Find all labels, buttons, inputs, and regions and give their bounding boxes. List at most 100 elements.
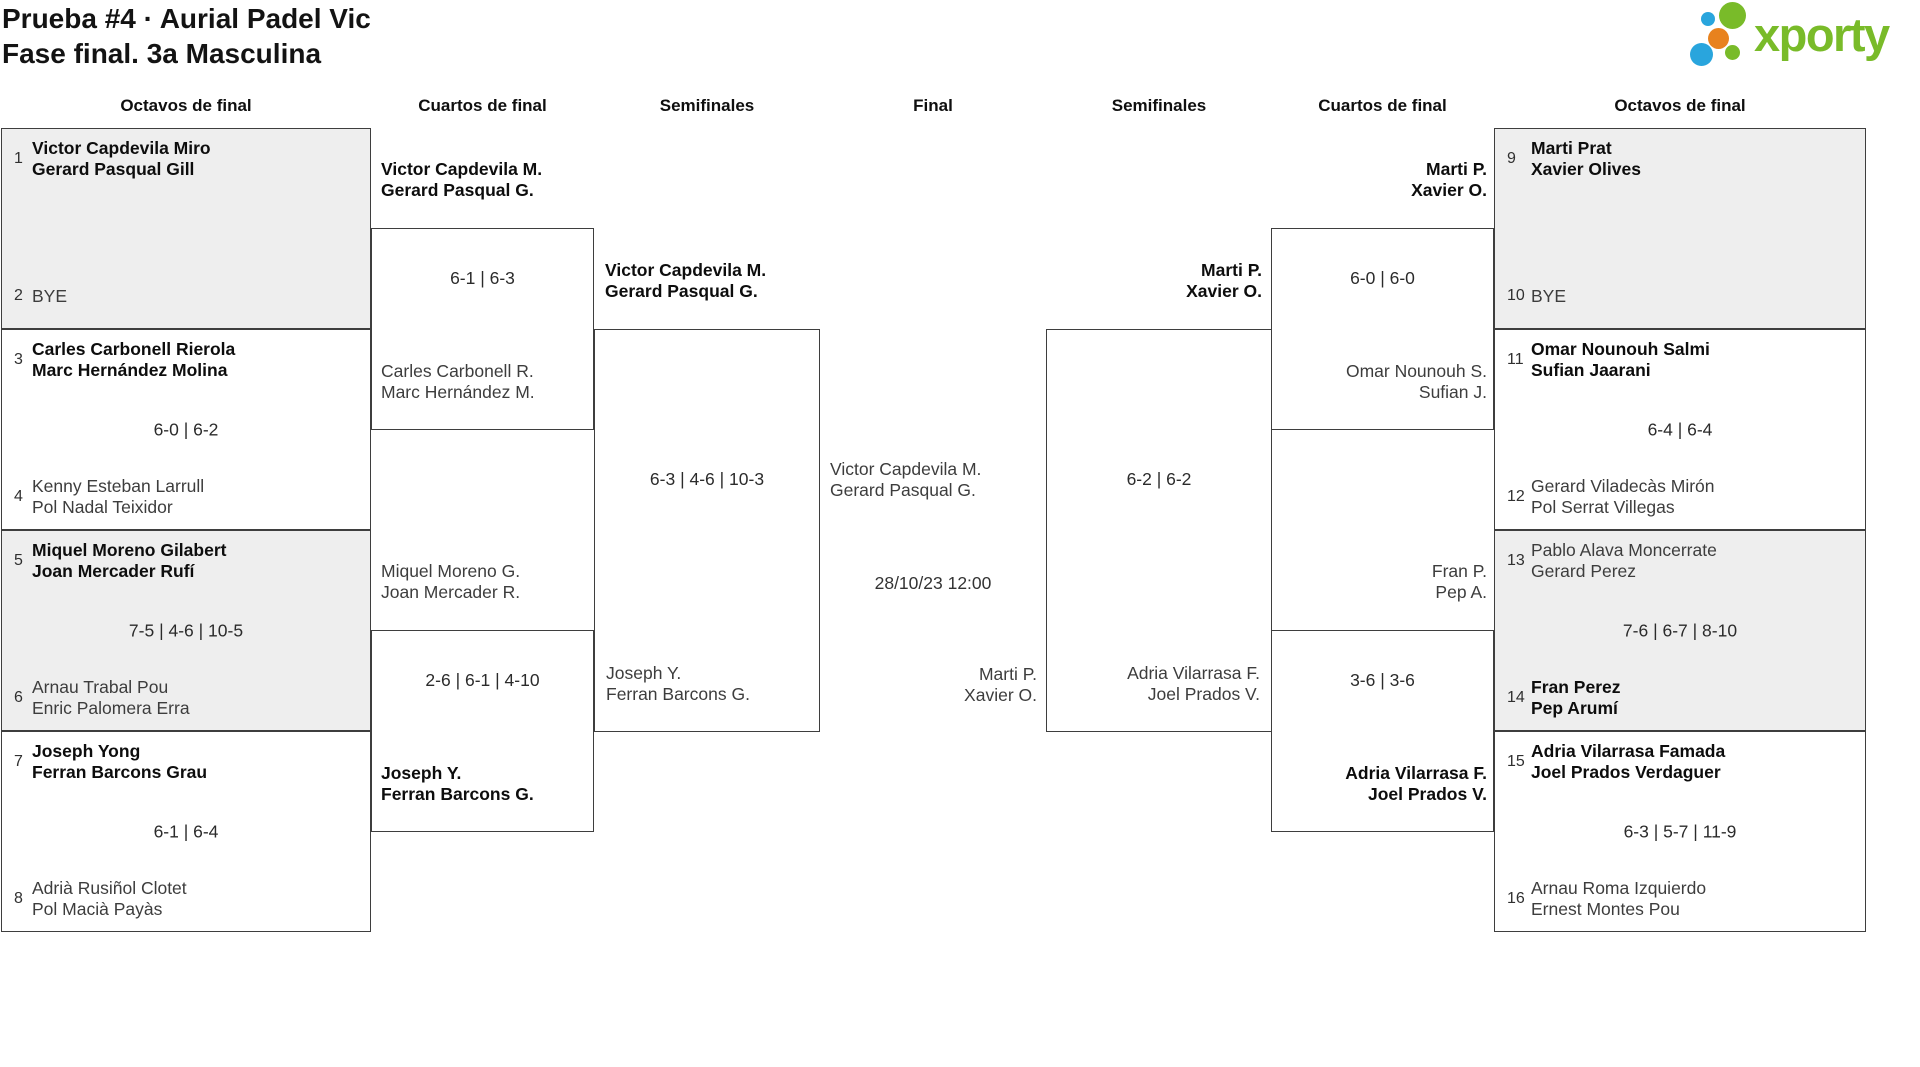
player-name: Marti P. [978,664,1037,684]
team-names: Carles Carbonell Rierola Marc Hernández … [32,339,364,381]
match-box-octavos-7: 13 Pablo Alava Moncerrate Gerard Perez 7… [1494,530,1866,731]
player-name: Gerard Pasqual G. [830,480,976,500]
player-name: Omar Nounouh S. [1345,361,1487,381]
player-name: Gerard Pasqual G. [605,281,758,301]
player-name: Pol Macià Payàs [32,899,163,919]
connector-box-cuartos-left-2 [371,630,594,832]
player-name: Pablo Alava Moncerrate [1531,540,1717,560]
round-header-semifinals-right: Semifinales [1111,96,1207,115]
advancing-team-label: Victor Capdevila M. Gerard Pasqual G. [605,260,766,302]
player-name: Marc Hernández M. [381,382,535,402]
player-name: Gerard Pasqual G. [381,180,534,200]
finalist-team-label: Victor Capdevila M. Gerard Pasqual G. [830,459,981,501]
player-name: Xavier Olives [1531,159,1641,179]
team-names: Omar Nounouh Salmi Sufian Jaarani [1531,339,1859,381]
player-name: Ferran Barcons G. [381,784,534,804]
player-name: Fran Perez [1531,677,1621,697]
player-name: Ferran Barcons G. [606,684,750,704]
tournament-name: Prueba #4 · Aurial Padel Vic [2,3,371,34]
player-name: Adria Vilarrasa F. [1345,763,1487,783]
player-name: Gerard Viladecàs Mirón [1531,476,1715,496]
match-score: 6-3 | 5-7 | 11-9 [1623,821,1737,841]
match-score: 6-1 | 6-3 [450,268,515,288]
player-name: Pep Arumí [1531,698,1618,718]
player-name: Xavier O. [1186,281,1262,301]
seed-number: 9 [1507,150,1516,167]
player-name: Pol Serrat Villegas [1531,497,1675,517]
round-header-cuartos-left: Cuartos de final [418,96,547,115]
logo-dot-blue-large [1690,43,1713,66]
bye-label: BYE [32,285,68,306]
player-name: Carles Carbonell Rierola [32,339,236,359]
seed-number: 8 [14,890,23,907]
advancing-team-label: Marti P. Xavier O. [1186,260,1262,302]
team-names: BYE [32,275,364,317]
seed-number: 7 [14,753,23,770]
seed-number: 11 [1507,351,1524,368]
match-box-octavos-1: 1 Victor Capdevila Miro Gerard Pasqual G… [1,128,371,329]
player-name: Fran P. [1431,561,1487,581]
team-names: Miquel Moreno Gilabert Joan Mercader Ruf… [32,540,364,582]
round-header-semifinals-left: Semifinales [659,96,755,115]
match-box-octavos-3: 5 Miquel Moreno Gilabert Joan Mercader R… [1,530,371,731]
match-box-octavos-5: 9 Marti Prat Xavier Olives 10 BYE [1494,128,1866,329]
player-name: Miquel Moreno Gilabert [32,540,227,560]
player-name: Carles Carbonell R. [381,361,534,381]
player-name: Arnau Roma Izquierdo [1531,878,1707,898]
match-box-octavos-8: 15 Adria Vilarrasa Famada Joel Prados Ve… [1494,731,1866,932]
team-names: Fran Perez Pep Arumí [1531,677,1859,719]
team-names: Arnau Trabal Pou Enric Palomera Erra [32,677,364,719]
page-title: Prueba #4 · Aurial Padel Vic Fase final.… [2,1,371,71]
connector-box-semifinal-left [594,329,820,732]
logo-dot-blue-small [1701,12,1715,26]
player-name: Victor Capdevila M. [605,260,767,280]
player-name: Ferran Barcons Grau [32,762,208,782]
round-header-octavos-left: Octavos de final [120,96,252,115]
round-header-cuartos-right: Cuartos de final [1318,96,1447,115]
match-score: 6-0 | 6-0 [1350,268,1415,288]
advancing-team-label: Carles Carbonell R. Marc Hernández M. [381,361,535,403]
player-name: Marti Prat [1531,138,1612,158]
final-datetime: 28/10/23 12:00 [874,573,992,593]
player-name: Marti P. [1201,260,1262,280]
team-names: Adrià Rusiñol Clotet Pol Macià Payàs [32,878,364,920]
player-name: Ernest Montes Pou [1531,899,1680,919]
player-name: Victor Capdevila Miro [32,138,211,158]
seed-number: 15 [1507,753,1525,770]
player-name: Miquel Moreno G. [381,561,521,581]
player-name: Omar Nounouh Salmi [1531,339,1710,359]
seed-number: 6 [14,689,23,706]
seed-number: 4 [14,488,23,505]
seed-number: 12 [1507,488,1525,505]
match-score: 6-3 | 4-6 | 10-3 [649,469,765,489]
advancing-team-label: Joseph Y. Ferran Barcons G. [381,763,534,805]
match-score: 6-0 | 6-2 [153,419,219,439]
match-box-octavos-6: 11 Omar Nounouh Salmi Sufian Jaarani 6-4… [1494,329,1866,530]
player-name: Arnau Trabal Pou [32,677,169,697]
team-names: Kenny Esteban Larrull Pol Nadal Teixidor [32,476,364,518]
player-name: Enric Palomera Erra [32,698,190,718]
team-names: Victor Capdevila Miro Gerard Pasqual Gil… [32,138,364,180]
player-name: Sufian Jaarani [1531,360,1651,380]
player-name: Joel Prados Verdaguer [1531,762,1721,782]
team-names: Marti Prat Xavier Olives [1531,138,1859,180]
player-name: Victor Capdevila M. [830,459,982,479]
match-score: 6-4 | 6-4 [1647,419,1713,439]
logo-wordmark: xporty [1754,8,1890,61]
player-name: Adria Vilarrasa Famada [1531,741,1726,761]
seed-number: 14 [1507,689,1525,706]
match-box-octavos-2: 3 Carles Carbonell Rierola Marc Hernánde… [1,329,371,530]
match-score: 6-1 | 6-4 [153,821,219,841]
logo-dot-green-large [1719,2,1746,29]
player-name: Joel Prados V. [1368,784,1487,804]
player-name: Joseph Yong [32,741,141,761]
seed-number: 16 [1507,890,1525,907]
logo-dot-orange [1708,28,1729,49]
player-name: Marti P. [1426,159,1487,179]
logo-dot-green-small [1725,45,1740,60]
seed-number: 13 [1507,552,1525,569]
player-name: Joel Prados V. [1147,684,1260,704]
advancing-team-label: Marti P. Xavier O. [1411,159,1487,201]
round-header-final: Final [913,96,953,115]
